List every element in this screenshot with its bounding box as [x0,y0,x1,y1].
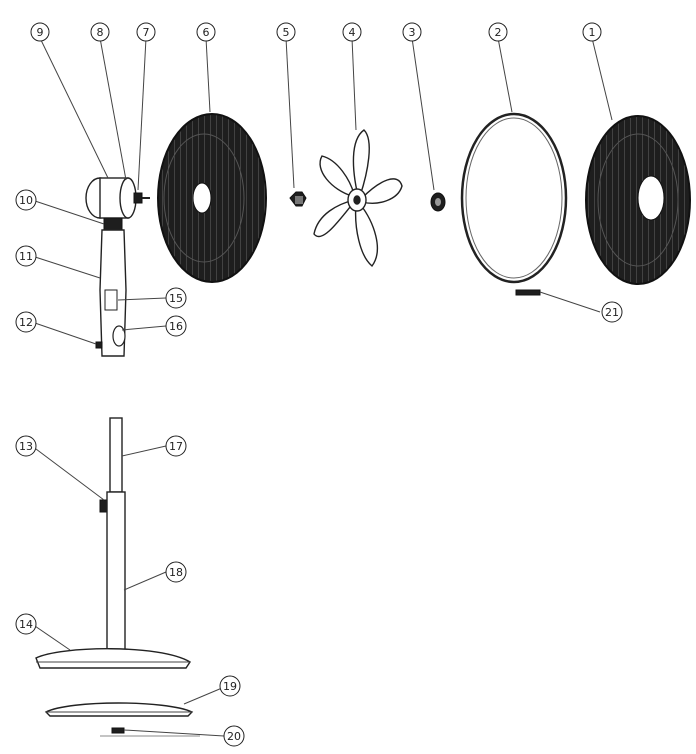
callout-6-label: 6 [203,26,210,39]
callout-3-label: 3 [409,26,416,39]
clamp-screw [515,289,541,296]
callout-2-label: 2 [495,26,502,39]
blade-retaining-nut [289,191,307,207]
spinner-nut [430,192,446,212]
lower-pole [106,491,126,653]
upper-pole [109,417,123,493]
callout-3: 3 [402,22,422,42]
callout-17: 17 [165,435,187,457]
callout-18: 18 [165,561,187,583]
callout-4: 4 [342,22,362,42]
callout-5-label: 5 [283,26,290,39]
callout-9-label: 9 [37,26,44,39]
callout-10-label: 10 [19,194,33,207]
callout-20: 20 [223,725,245,747]
callout-6: 6 [196,22,216,42]
callout-18-label: 18 [169,566,183,579]
callout-1-label: 1 [589,26,596,39]
callout-7: 7 [136,22,156,42]
callout-8-label: 8 [97,26,104,39]
callout-11: 11 [15,245,37,267]
callout-21-label: 21 [605,306,619,319]
callout-9: 9 [30,22,50,42]
base-bottom [44,702,194,717]
callout-19: 19 [219,675,241,697]
callout-5: 5 [276,22,296,42]
callout-8: 8 [90,22,110,42]
callout-12: 12 [15,311,37,333]
motor-joint [103,217,123,231]
front-guard [585,115,691,285]
fan-blade [313,129,403,268]
callout-20-label: 20 [227,730,241,743]
tilt-bracket [95,229,127,357]
callout-21: 21 [601,301,623,323]
callout-14-label: 14 [19,618,33,631]
motor-assembly [85,177,150,219]
base-top [35,648,191,669]
callout-14: 14 [15,613,37,635]
leader-lines [31,37,613,737]
callout-4-label: 4 [349,26,356,39]
callout-10: 10 [15,189,37,211]
callout-12-label: 12 [19,316,33,329]
callout-16: 16 [165,315,187,337]
callout-13-label: 13 [19,440,33,453]
callout-2: 2 [488,22,508,42]
callout-11-label: 11 [19,250,33,263]
callout-15: 15 [165,287,187,309]
callout-15-label: 15 [169,292,183,305]
callout-1: 1 [582,22,602,42]
guard-clamp-ring [460,112,568,284]
callout-13: 13 [15,435,37,457]
callout-19-label: 19 [223,680,237,693]
callout-17-label: 17 [169,440,183,453]
callout-7-label: 7 [143,26,150,39]
callout-16-label: 16 [169,320,183,333]
rear-guard [157,113,267,283]
